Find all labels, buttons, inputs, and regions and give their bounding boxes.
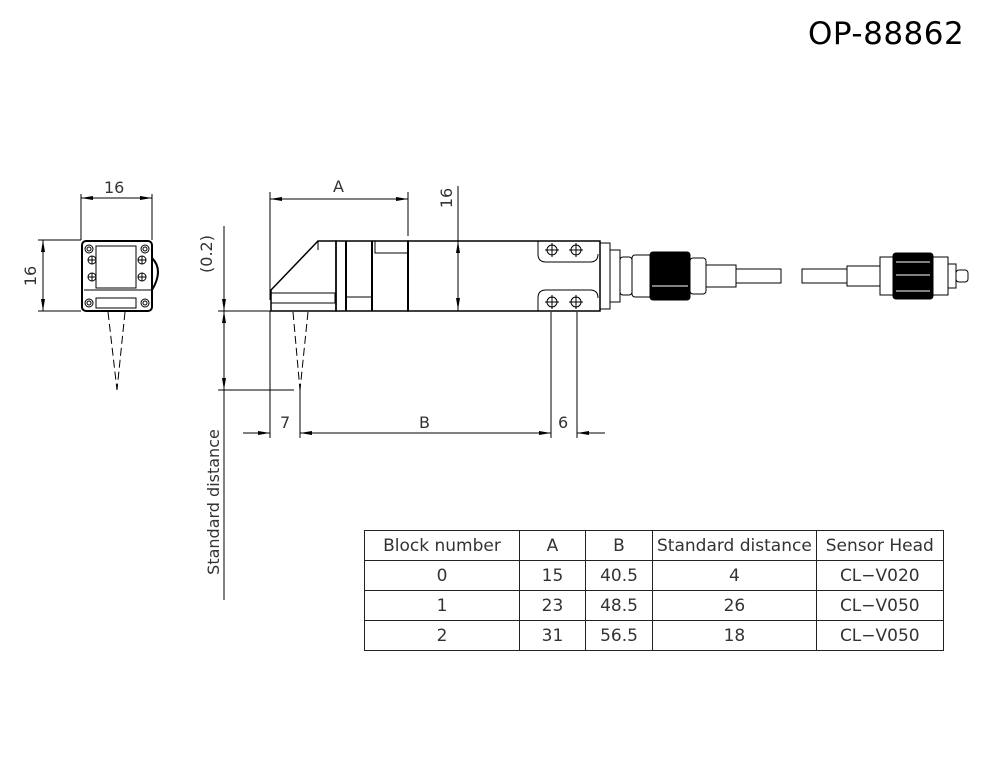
cell-block-number: 0 <box>364 560 520 591</box>
cell-a: 23 <box>519 590 586 621</box>
front-height-label: 16 <box>21 266 40 286</box>
side-view <box>218 186 621 600</box>
table-header-row: Block number A B Standard distance Senso… <box>364 530 944 561</box>
header-b: B <box>585 530 653 561</box>
cell-a: 31 <box>519 620 586 651</box>
dim-b-label: B <box>419 413 430 432</box>
table-row: 1 23 48.5 26 CL−V050 <box>364 590 944 621</box>
cable-connector <box>619 251 969 301</box>
header-standard-distance: Standard distance <box>652 530 817 561</box>
cell-a: 15 <box>519 560 586 591</box>
dim-7-label: 7 <box>280 413 290 432</box>
cell-b: 40.5 <box>585 560 653 591</box>
dim-a-label: A <box>333 177 344 196</box>
cell-sensor-head: CL−V020 <box>815 560 944 591</box>
cell-b: 48.5 <box>585 590 653 621</box>
part-number-title: OP-88862 <box>808 16 965 52</box>
front-view <box>38 194 159 391</box>
standard-distance-label: Standard distance <box>204 429 223 575</box>
cell-standard-distance: 4 <box>652 560 817 591</box>
cell-b: 56.5 <box>585 620 653 651</box>
offset-label: (0.2) <box>197 235 216 273</box>
cell-sensor-head: CL−V050 <box>815 620 944 651</box>
cell-standard-distance: 26 <box>652 590 817 621</box>
cell-block-number: 1 <box>364 590 520 621</box>
table-row: 2 31 56.5 18 CL−V050 <box>364 620 944 651</box>
cell-block-number: 2 <box>364 620 520 651</box>
cell-standard-distance: 18 <box>652 620 817 651</box>
dim-6-label: 6 <box>558 413 568 432</box>
front-width-label: 16 <box>104 178 124 197</box>
dim-height-16-label: 16 <box>437 188 456 208</box>
header-sensor-head: Sensor Head <box>815 530 944 561</box>
header-block-number: Block number <box>364 530 520 561</box>
header-a: A <box>519 530 586 561</box>
cell-sensor-head: CL−V050 <box>815 590 944 621</box>
block-spec-table: Block number A B Standard distance Senso… <box>364 530 944 651</box>
table-row: 0 15 40.5 4 CL−V020 <box>364 560 944 591</box>
